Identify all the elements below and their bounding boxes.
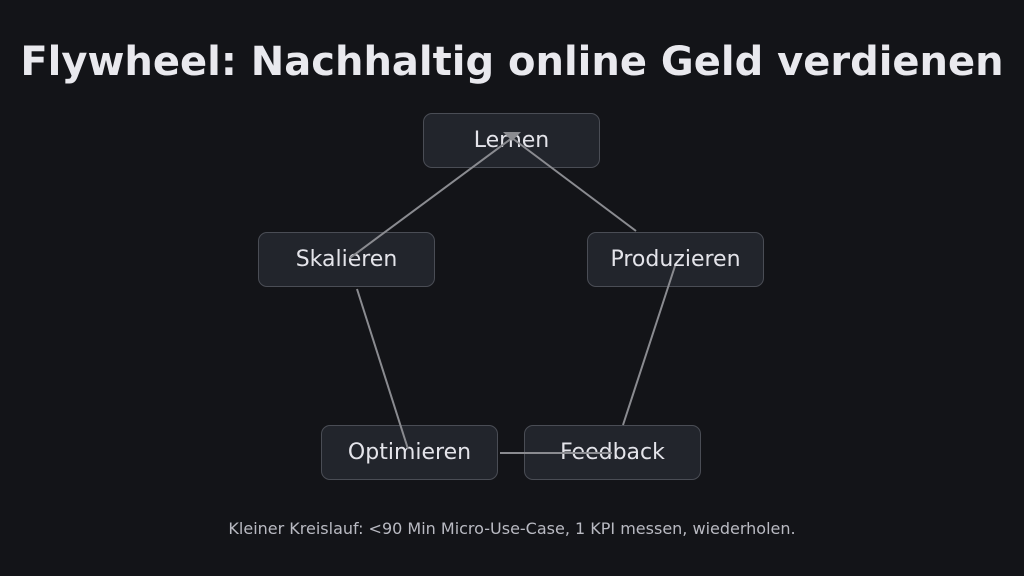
edge-produzieren-feedback (622, 265, 676, 426)
edge-lernen-produzieren (511, 137, 637, 232)
edge-optimieren-skalieren (356, 288, 409, 450)
edge-skalieren-lernen (349, 137, 513, 259)
arrowhead-icon (503, 132, 521, 141)
node-produzieren: Produzieren (587, 232, 764, 287)
node-skalieren: Skalieren (258, 232, 435, 287)
node-optimieren: Optimieren (321, 425, 498, 480)
page-title: Flywheel: Nachhaltig online Geld verdien… (20, 39, 1004, 85)
footer-note: Kleiner Kreislauf: <90 Min Micro-Use-Cas… (228, 519, 796, 538)
